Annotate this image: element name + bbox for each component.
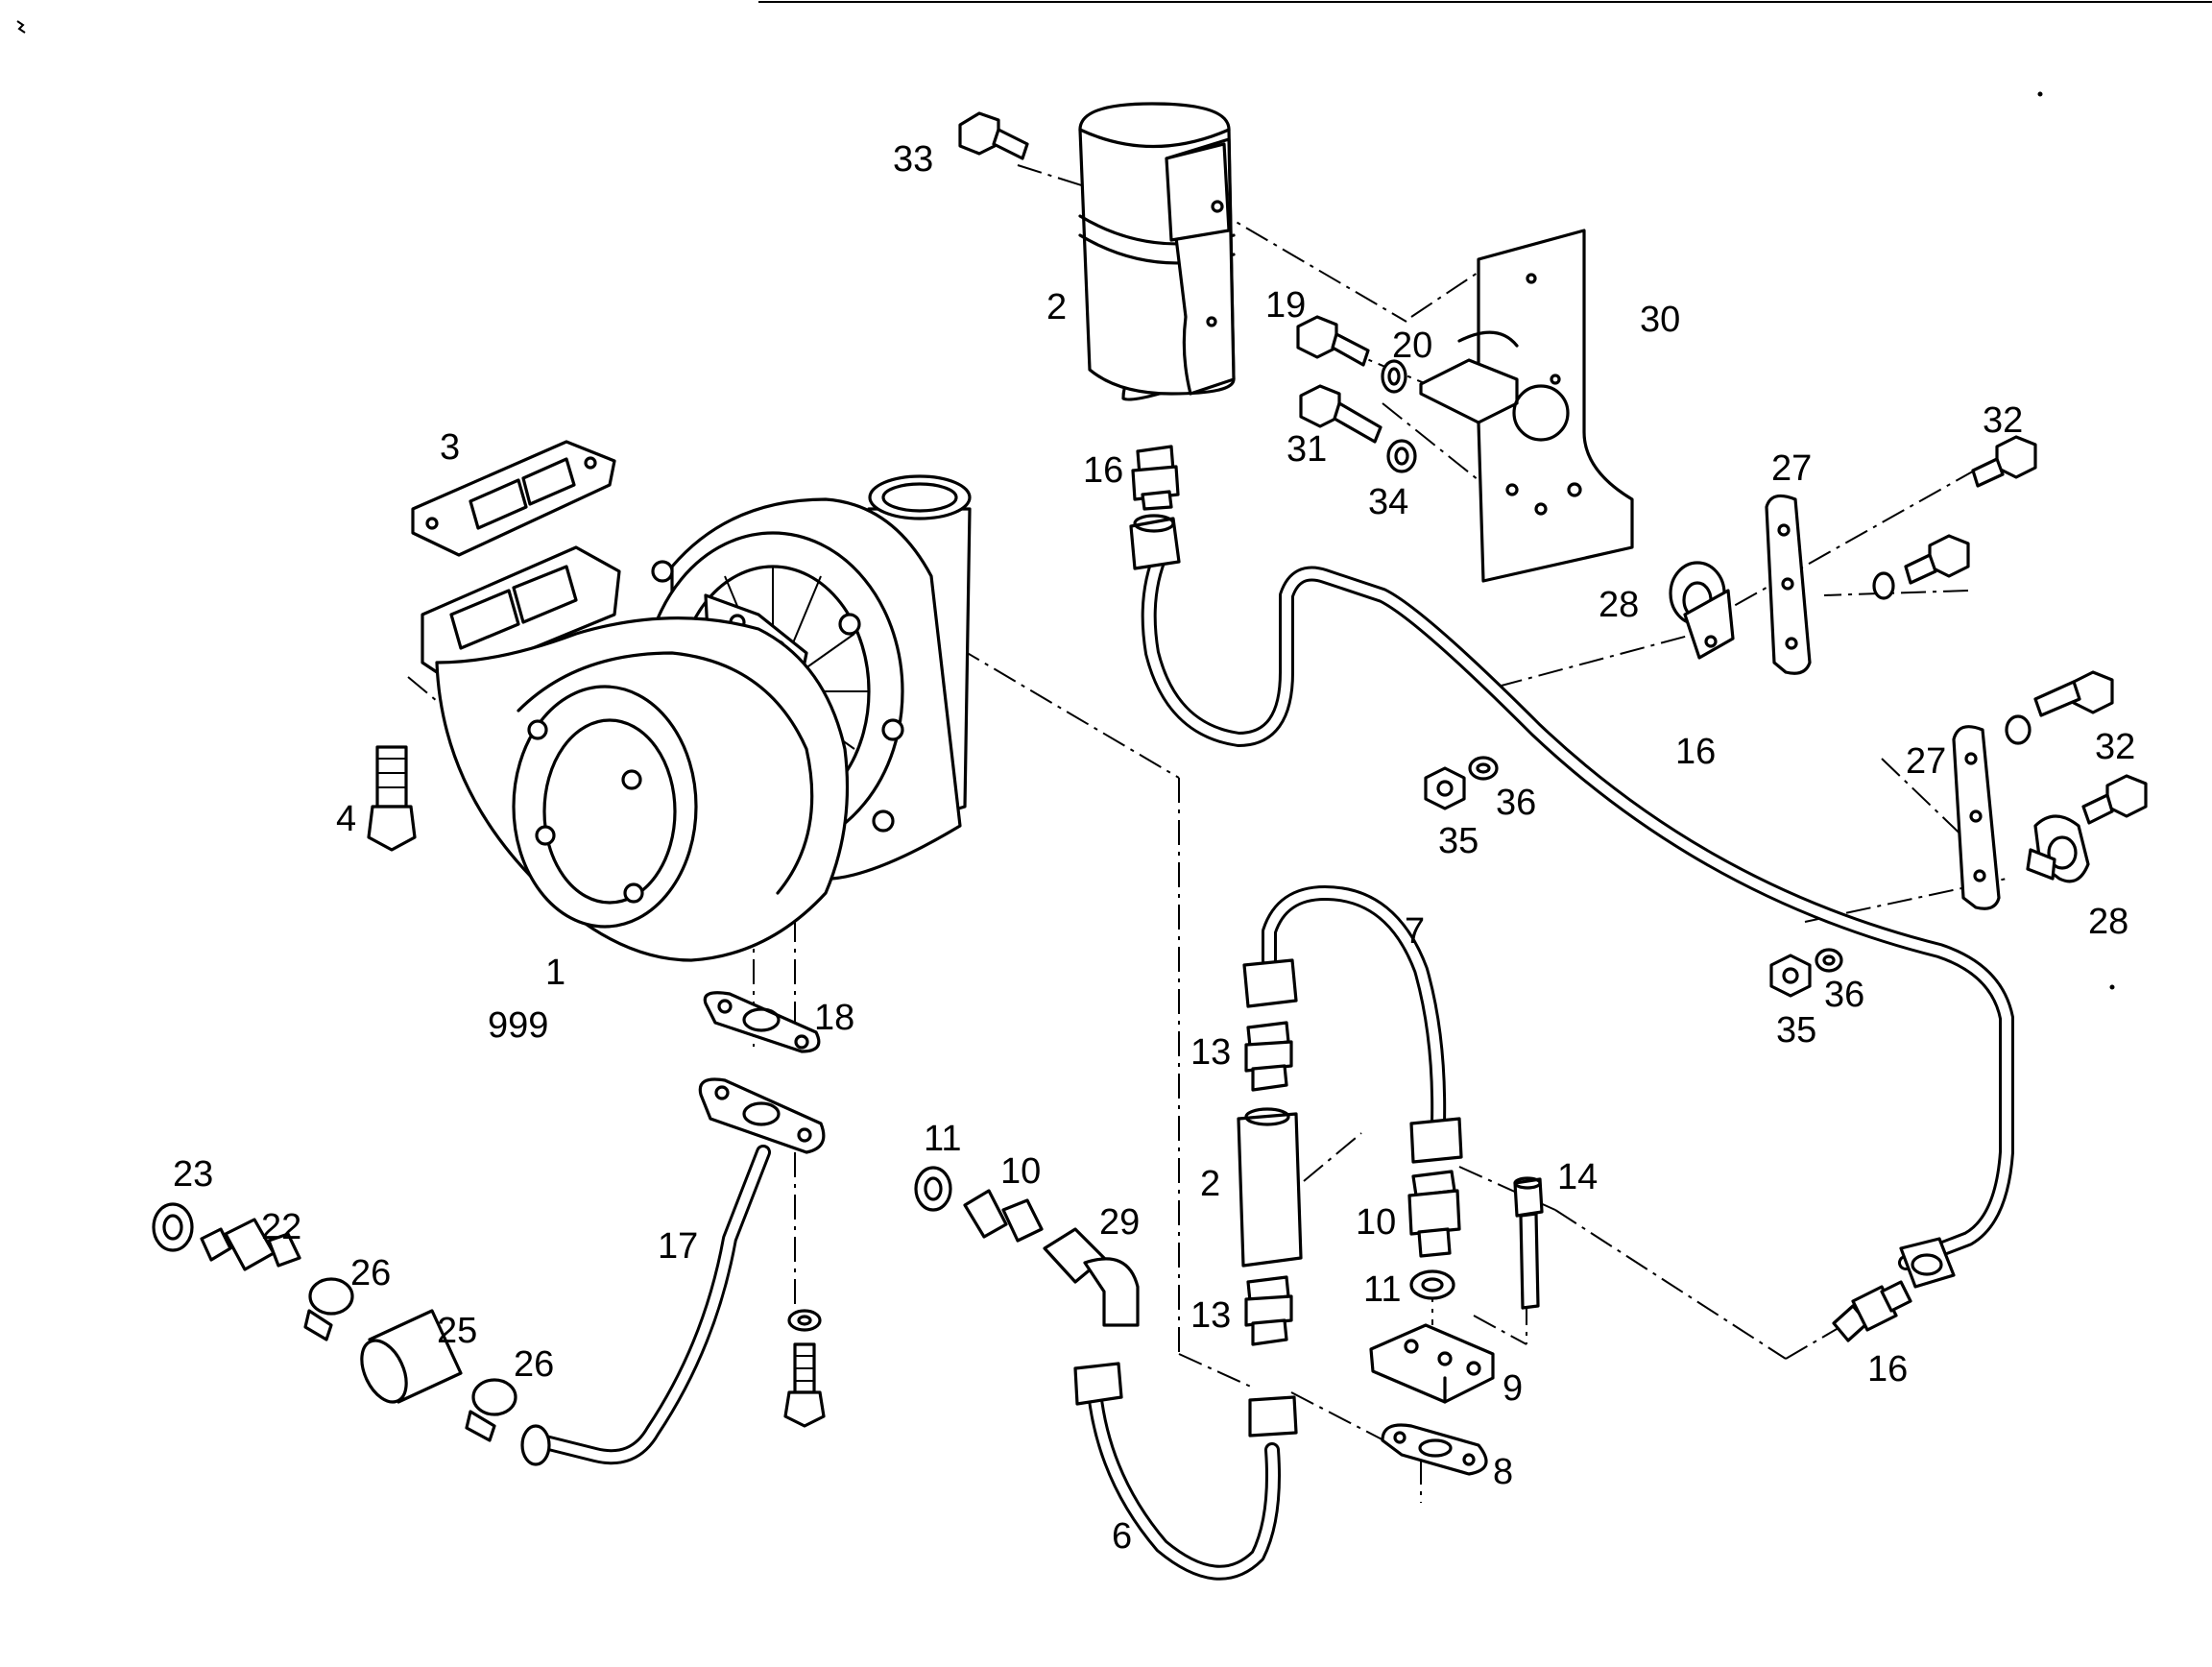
bolt-31	[1299, 384, 1382, 444]
washer-11a	[914, 1166, 952, 1212]
stray-mark	[16, 20, 2115, 990]
clip-28a	[1669, 561, 1735, 660]
washer-11b	[1409, 1269, 1455, 1300]
callout-28-lower: 28	[2088, 902, 2128, 942]
gasket-18	[703, 991, 821, 1053]
callout-36-lower: 36	[1824, 975, 1864, 1015]
oil-line-6	[1073, 1362, 1298, 1581]
block-9	[1369, 1323, 1495, 1404]
callout-1: 1	[545, 953, 565, 993]
callout-11-left: 11	[924, 1119, 961, 1159]
callout-labels: 33 2 19 20 30 31 34 16 3 32 27 28 16 36 …	[173, 139, 2135, 1557]
hose-clamp-26b	[465, 1378, 517, 1442]
callout-32-lower: 32	[2095, 727, 2135, 767]
bolt-4	[367, 745, 417, 852]
washer-23	[152, 1202, 194, 1252]
callout-23: 23	[173, 1154, 213, 1195]
callout-27-lower: 27	[1906, 741, 1946, 782]
gasket-8	[1381, 1423, 1488, 1476]
bolt-lower-32a	[1872, 534, 1970, 600]
callout-26-lower: 26	[514, 1344, 554, 1385]
hose-clamp-26a	[303, 1277, 354, 1341]
oil-line-16	[1129, 514, 2014, 1289]
adapter-10a	[963, 1189, 1044, 1243]
callout-25: 25	[437, 1311, 477, 1351]
oil-drain-pipe-17	[520, 1077, 826, 1466]
adapter-10b	[1407, 1170, 1461, 1258]
nipple-13b	[1244, 1275, 1293, 1346]
strap-27b	[1952, 725, 2001, 910]
callout-10-right: 10	[1356, 1202, 1396, 1243]
callout-27-upper: 27	[1771, 448, 1812, 489]
clip-28b	[2026, 814, 2090, 883]
callout-19: 19	[1265, 285, 1306, 326]
callout-17: 17	[658, 1226, 698, 1267]
callout-9: 9	[1503, 1368, 1523, 1409]
bolt-33	[958, 111, 1029, 160]
gasket-3	[411, 440, 616, 557]
callout-18: 18	[814, 998, 854, 1038]
nut-35a	[1424, 766, 1466, 810]
filter-2-spacer	[1237, 1107, 1303, 1268]
callout-26-upper: 26	[350, 1253, 391, 1293]
callout-3: 3	[440, 427, 460, 468]
callout-28-upper: 28	[1599, 585, 1639, 625]
callout-11-right: 11	[1363, 1269, 1401, 1310]
connector-16a	[1131, 445, 1180, 511]
callout-7: 7	[1405, 911, 1425, 952]
callout-22: 22	[261, 1207, 301, 1247]
callout-13-lower: 13	[1190, 1295, 1231, 1336]
washer-20	[1381, 359, 1407, 394]
hose-25	[360, 1309, 463, 1404]
elbow-29	[1043, 1227, 1140, 1327]
nipple-13a	[1244, 1021, 1293, 1092]
nut-35b	[1769, 954, 1812, 998]
connector-16b	[1832, 1280, 1912, 1342]
bolt-upper-27b	[2005, 670, 2114, 745]
callout-16-middle: 16	[1675, 732, 1716, 772]
oil-line-7	[1242, 885, 1463, 1164]
callout-32-upper: 32	[1983, 400, 2023, 441]
bolt-19	[1296, 315, 1370, 367]
callout-14: 14	[1557, 1157, 1598, 1197]
bolt-32b	[2081, 774, 2148, 825]
callout-33: 33	[893, 139, 933, 180]
bolt-32a	[1971, 435, 2037, 488]
callout-34: 34	[1368, 482, 1408, 522]
callout-35-lower: 35	[1776, 1010, 1816, 1051]
callout-16-lower: 16	[1867, 1349, 1908, 1389]
filter-bracket-plate	[1419, 229, 1634, 583]
washer-36a	[1468, 756, 1499, 781]
callout-35-upper: 35	[1438, 821, 1479, 861]
oil-filter-canister	[1078, 102, 1236, 401]
drain-flange-bolt	[783, 1309, 826, 1428]
callout-13-upper: 13	[1190, 1032, 1231, 1073]
screw-14	[1513, 1176, 1544, 1310]
callout-16-top: 16	[1083, 450, 1123, 491]
callout-10-left: 10	[1000, 1151, 1041, 1192]
callout-999: 999	[488, 1005, 548, 1046]
callout-4: 4	[336, 799, 356, 839]
callout-30: 30	[1640, 300, 1680, 340]
callout-8: 8	[1493, 1452, 1513, 1492]
callout-2-filter: 2	[1046, 287, 1067, 327]
callout-2-spacer: 2	[1200, 1164, 1220, 1204]
callout-36-upper: 36	[1496, 783, 1536, 823]
callout-6: 6	[1112, 1516, 1132, 1557]
strap-27a	[1765, 494, 1812, 675]
callout-20: 20	[1392, 326, 1432, 366]
fitting-22	[200, 1218, 301, 1271]
callout-31: 31	[1286, 429, 1327, 470]
turbocharger	[421, 474, 972, 962]
washer-34	[1386, 439, 1417, 473]
callout-29: 29	[1099, 1202, 1140, 1243]
washer-36b	[1815, 948, 1843, 973]
